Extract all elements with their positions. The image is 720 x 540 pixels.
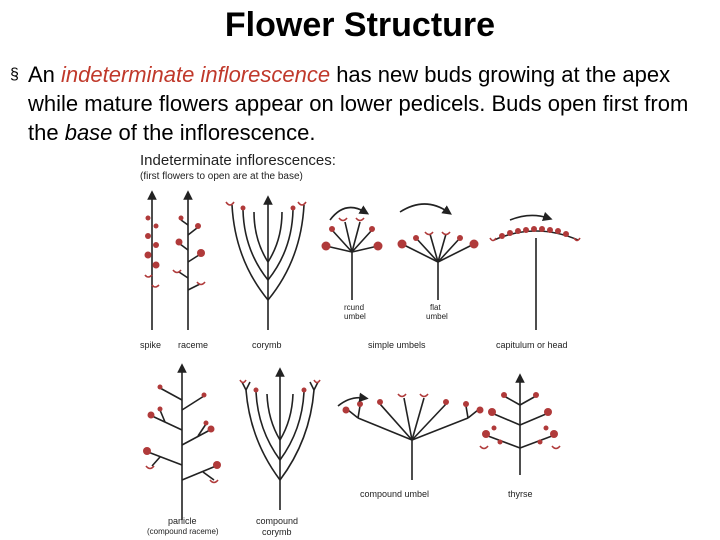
- bullet-text: An indeterminate inflorescence has new b…: [28, 60, 716, 147]
- bullet-marker: §: [10, 66, 19, 83]
- label-spike: spike: [140, 340, 161, 350]
- compound-umbel-diagram: [337, 392, 484, 480]
- figure-subheading: (first flowers to open are at the base): [140, 171, 303, 182]
- text-run: of the inflorescence.: [112, 120, 316, 145]
- label-panicle: panicle: [168, 516, 197, 526]
- label-compound-umbel: compound umbel: [360, 489, 429, 499]
- thyrse-diagram: [479, 373, 561, 475]
- page-title: Flower Structure: [224, 6, 496, 44]
- label-corymb: corymb: [252, 340, 282, 350]
- text-run: An: [28, 62, 62, 87]
- text-run: has new buds growing at the apex while m…: [28, 62, 689, 145]
- label-simple-umbels: simple umbels: [368, 340, 426, 350]
- figure-heading: Indeterminate inflorescences:: [140, 152, 336, 169]
- label-panicle-sub: (compound raceme): [147, 527, 219, 536]
- panicle-diagram: [143, 363, 221, 520]
- round-umbel-diagram: [321, 205, 383, 300]
- term-base: base: [64, 120, 113, 145]
- term-indeterminate-inflorescence: indeterminate inflorescence: [61, 62, 331, 87]
- label-thyrse: thyrse: [508, 489, 533, 499]
- capitulum-diagram: [489, 211, 581, 330]
- label-raceme: raceme: [178, 340, 208, 350]
- bullet-paragraph: § An indeterminate inflorescence has new…: [10, 60, 716, 147]
- spike-diagram: [144, 190, 160, 330]
- corymb-diagram: [225, 195, 307, 330]
- compound-corymb-diagram: [239, 367, 321, 510]
- raceme-diagram: [172, 190, 206, 330]
- label-capitulum: capitulum or head: [496, 340, 568, 350]
- flat-umbel-diagram: [397, 203, 479, 300]
